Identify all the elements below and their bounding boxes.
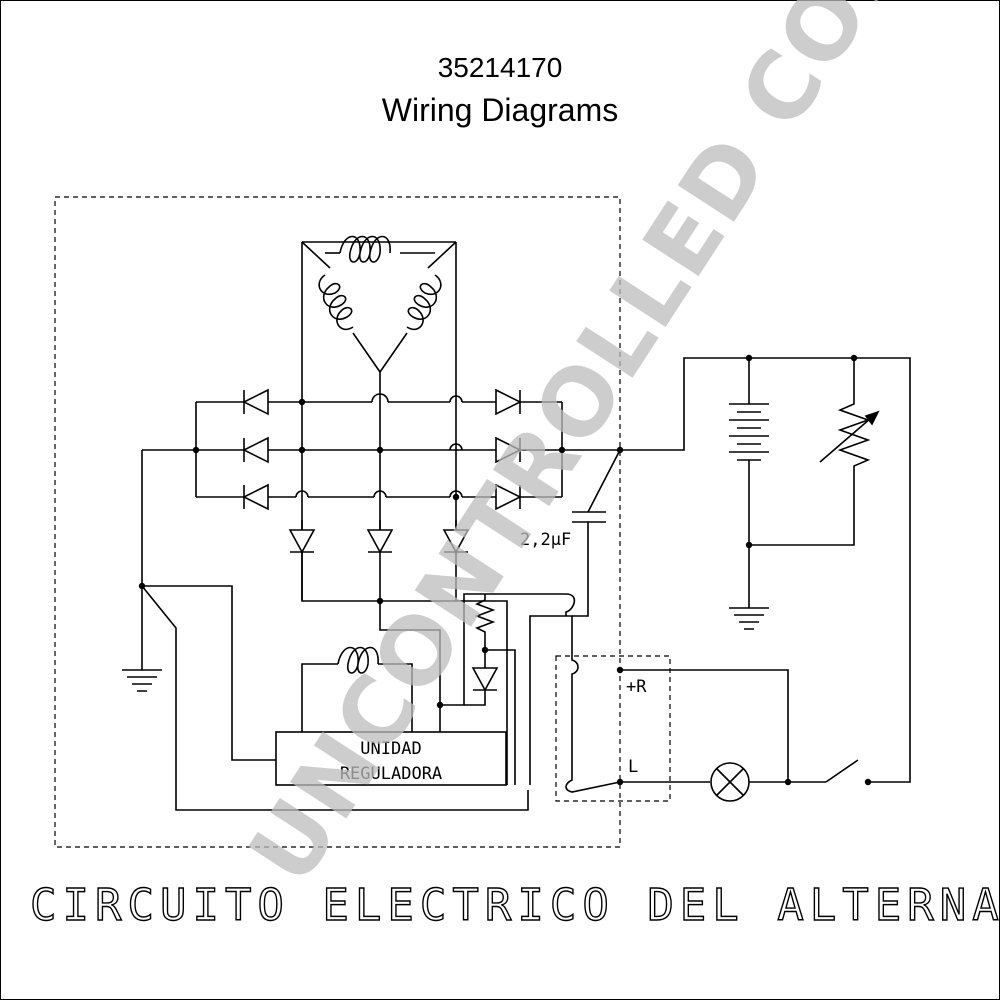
regulator-label-line2: REGULADORA (340, 764, 442, 784)
regulator-network (436, 593, 621, 793)
capacitor-label: 2,2μF (520, 530, 571, 550)
alternator-housing (54, 196, 621, 848)
regulator-label-line1: UNIDAD (360, 739, 421, 759)
watermark: UNCONTROLLED COPY (229, 0, 966, 902)
part-number: 35214170 (437, 52, 563, 83)
terminal-r-label: +R (626, 677, 647, 697)
footer-caption: CIRCUITO ELECTRICO DEL ALTERNADOR (30, 880, 1000, 931)
terminal-box: +R L (555, 655, 789, 802)
field-coil (301, 646, 413, 732)
terminal-l-label: L (628, 757, 638, 777)
lamp-and-switch (710, 759, 872, 802)
ground-left (122, 450, 529, 811)
rectifier-bridge (142, 388, 624, 511)
capacitor: 2,2μF (520, 449, 621, 617)
diagram-title: Wiring Diagrams (381, 92, 619, 128)
regulator-unit: UNIDAD REGULADORA (275, 731, 507, 786)
exciter-diodes (288, 520, 508, 785)
battery-circuit (620, 354, 911, 783)
